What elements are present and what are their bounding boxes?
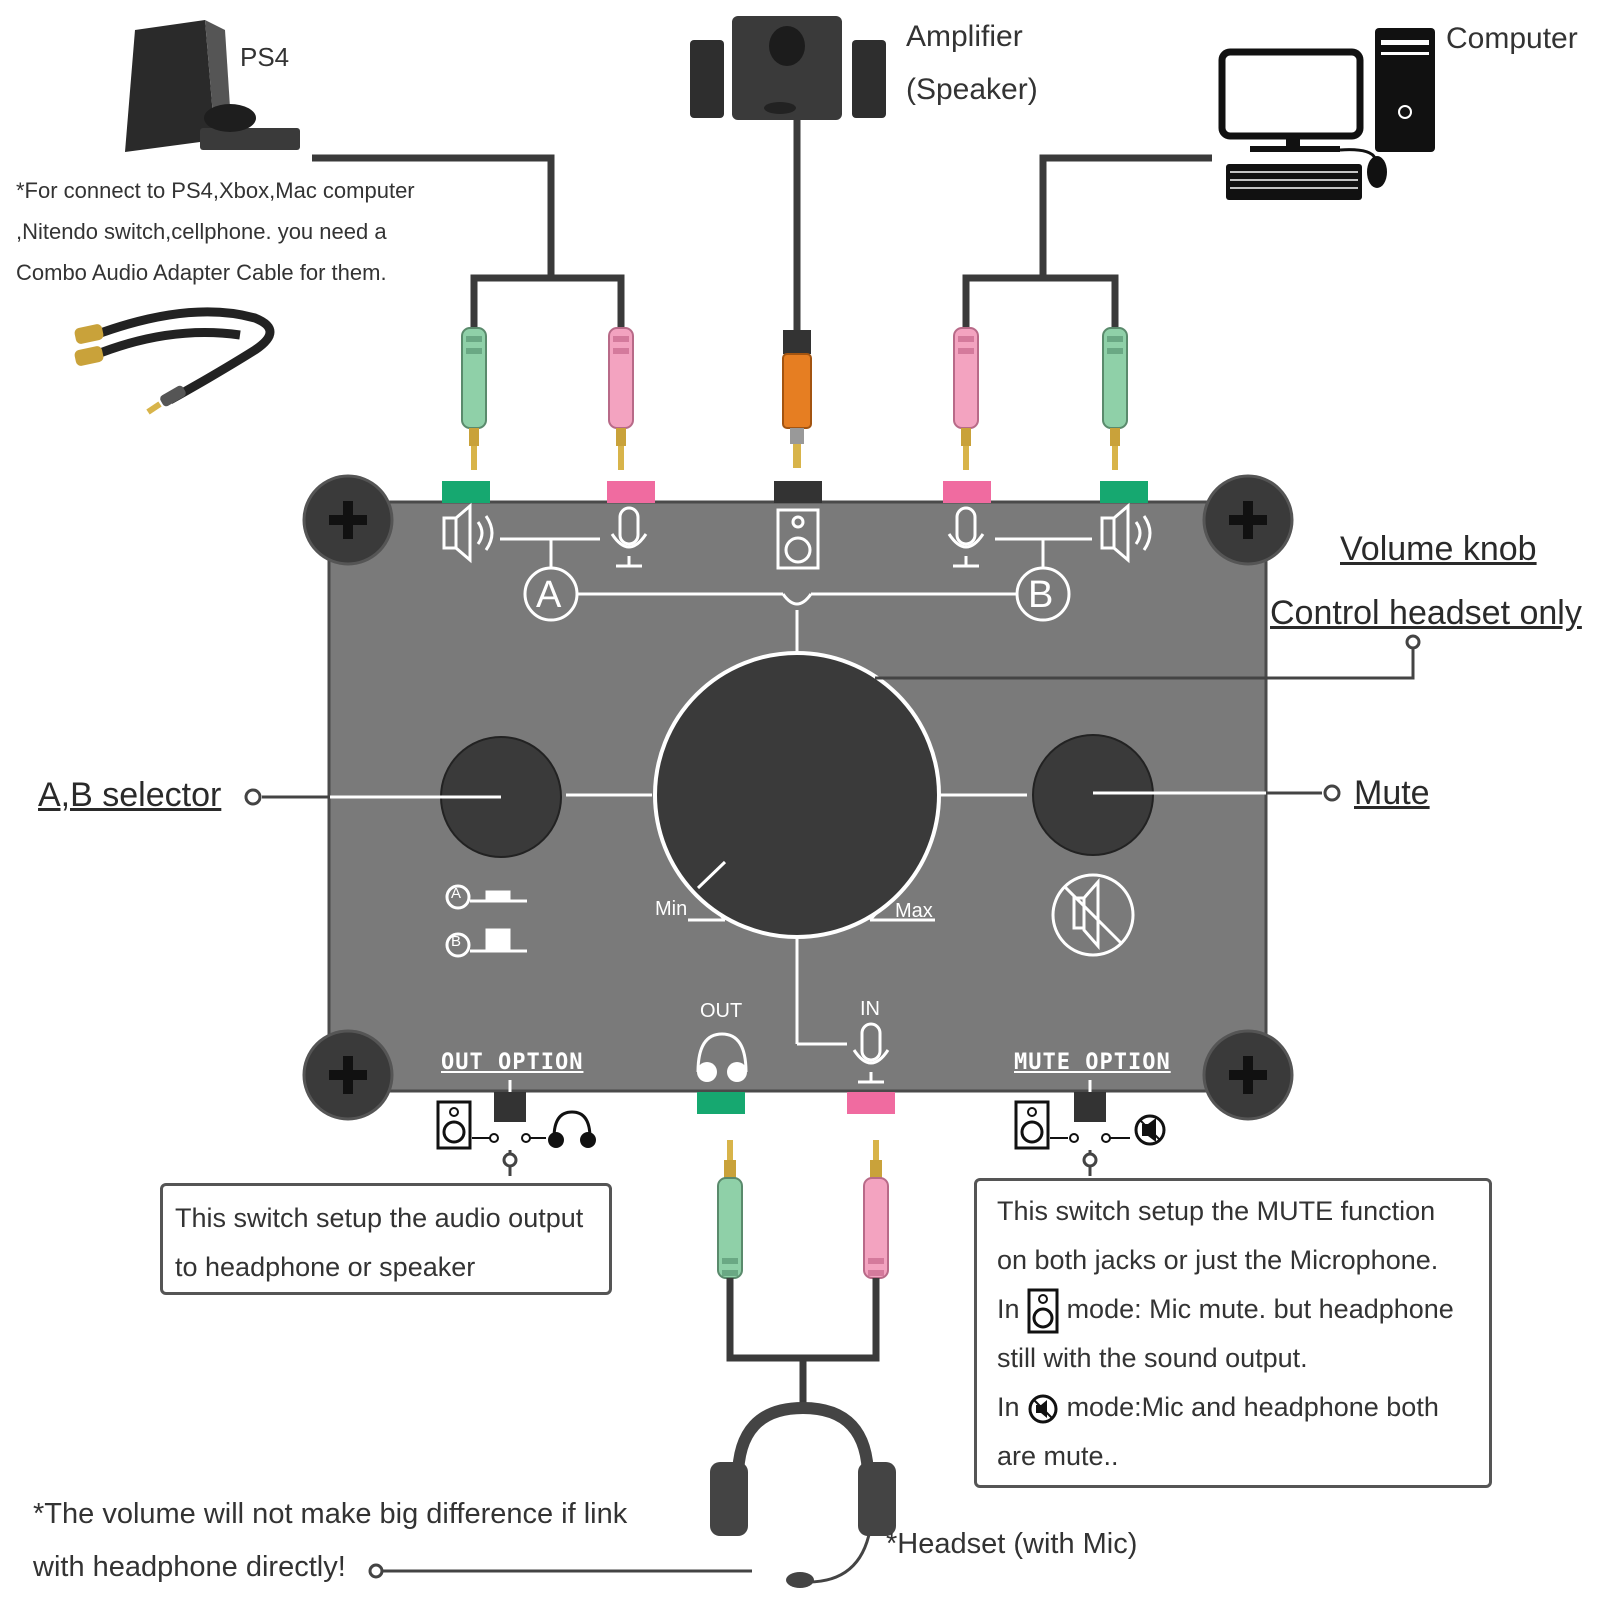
mic-a-icon <box>610 506 648 568</box>
mute-option-label: MUTE OPTION <box>1014 1050 1171 1075</box>
out-option-box-line2: to headphone or speaker <box>175 1252 476 1282</box>
min-label: Min <box>655 898 688 920</box>
out-label: OUT <box>700 1000 743 1022</box>
plug-headset-green <box>717 1140 743 1279</box>
volume-knob-pointer <box>696 860 727 890</box>
ab-selector-label: A,B selector <box>38 776 222 814</box>
mute-option-switch[interactable] <box>1014 1092 1166 1176</box>
port-a-mic-pink[interactable] <box>607 481 655 503</box>
adapter-note-line3: Combo Audio Adapter Cable for them. <box>16 260 387 285</box>
mute-option-box-line3: In mode: Mic mute. but headphone <box>997 1285 1469 1334</box>
computer-label: Computer <box>1446 22 1578 55</box>
max-label: Max <box>895 900 933 922</box>
port-b-speaker-green[interactable] <box>1100 481 1148 503</box>
out-option-box: This switch setup the audio output to he… <box>160 1183 612 1295</box>
computer-split-cable <box>962 274 1119 330</box>
mute-option-box-line3-suffix: mode: Mic mute. but headphone <box>1066 1294 1454 1324</box>
cables-bottom <box>726 1278 880 1408</box>
ps4-label: PS4 <box>240 42 290 72</box>
plug-computer-green <box>1102 327 1128 470</box>
plug-headset-pink <box>863 1140 889 1279</box>
port-a-letter: A <box>536 574 562 616</box>
desktop-computer-icon <box>1218 28 1435 200</box>
speaker-box-icon <box>776 508 820 570</box>
mute-option-box-line2: on both jacks or just the Microphone. <box>997 1245 1439 1275</box>
screw-top-left <box>302 474 394 566</box>
mute-option-box-line5-prefix: In <box>997 1392 1020 1422</box>
out-option-label: OUT OPTION <box>441 1050 584 1075</box>
amplifier-label-line2: (Speaker) <box>906 73 1038 106</box>
in-label: IN <box>860 998 880 1020</box>
cables-top <box>312 118 1212 335</box>
volume-footnote-line1: *The volume will not make big difference… <box>33 1498 628 1530</box>
headset-icon <box>710 1401 896 1588</box>
selector-a-letter: A <box>451 885 462 902</box>
mute-option-box-line5: In mode:Mic and headphone both <box>997 1383 1469 1432</box>
port-b-mic-pink[interactable] <box>943 481 991 503</box>
plug-ps4-pink <box>608 327 634 470</box>
mute-symbol-icon <box>1051 873 1135 957</box>
adapter-cable-icon <box>74 307 275 415</box>
mute-option-box-line4: still with the sound output. <box>997 1343 1308 1373</box>
amplifier-label-line1: Amplifier <box>906 20 1023 53</box>
mute-option-box-line1: This switch setup the MUTE function <box>997 1196 1436 1226</box>
mute-option-box-line5-suffix: mode:Mic and headphone both <box>1066 1392 1439 1422</box>
screw-top-right <box>1202 474 1294 566</box>
adapter-note-line1: *For connect to PS4,Xbox,Mac computer <box>16 178 415 203</box>
computer-cable <box>1039 154 1212 278</box>
panel-lineart <box>442 502 1152 1084</box>
plug-computer-pink <box>953 327 979 470</box>
volume-footnote-line2: with headphone directly! <box>33 1551 346 1583</box>
headset-label: *Headset (with Mic) <box>886 1528 1138 1560</box>
volume-footnote: *The volume will not make big difference… <box>33 1488 683 1594</box>
headphone-out-icon <box>696 1032 748 1073</box>
control-headset-label: Control headset only <box>1270 594 1582 632</box>
volume-knob[interactable] <box>653 651 941 939</box>
ps4-cable <box>312 154 555 278</box>
screw-bottom-left <box>302 1029 394 1121</box>
mute-option-box-line6: are mute.. <box>997 1441 1119 1471</box>
speaker-box-icon <box>1027 1288 1059 1334</box>
mute-option-box-line3-prefix: In <box>997 1294 1020 1324</box>
port-amp-dark[interactable] <box>774 481 822 503</box>
mute-label: Mute <box>1354 774 1430 812</box>
out-option-box-line1: This switch setup the audio output <box>175 1203 584 1233</box>
speaker-a-icon <box>442 502 494 564</box>
mute-speaker-icon <box>1028 1394 1058 1424</box>
adapter-note-line2: ,Nitendo switch,cellphone. you need a <box>16 219 387 244</box>
volume-knob-label: Volume knob <box>1340 530 1537 568</box>
ps4-console-icon <box>125 20 300 152</box>
port-out-green[interactable] <box>697 1092 745 1114</box>
plug-ps4-green <box>461 327 487 470</box>
mic-b-icon <box>947 506 985 568</box>
mute-option-box: This switch setup the MUTE function on b… <box>974 1178 1492 1488</box>
out-option-switch[interactable] <box>436 1092 596 1176</box>
selector-b-letter: B <box>451 933 462 950</box>
mic-in-icon <box>852 1022 890 1084</box>
speaker-system-icon <box>690 16 886 120</box>
speaker-b-icon <box>1100 502 1152 564</box>
screw-bottom-right <box>1202 1029 1294 1121</box>
mute-button[interactable] <box>1032 734 1154 856</box>
port-in-pink[interactable] <box>847 1092 895 1114</box>
adapter-note: *For connect to PS4,Xbox,Mac computer ,N… <box>16 170 486 293</box>
port-a-speaker-green[interactable] <box>442 481 490 503</box>
ps4-split-cable <box>470 274 625 330</box>
port-b-letter: B <box>1028 574 1054 616</box>
plug-amp-orange <box>782 330 812 468</box>
